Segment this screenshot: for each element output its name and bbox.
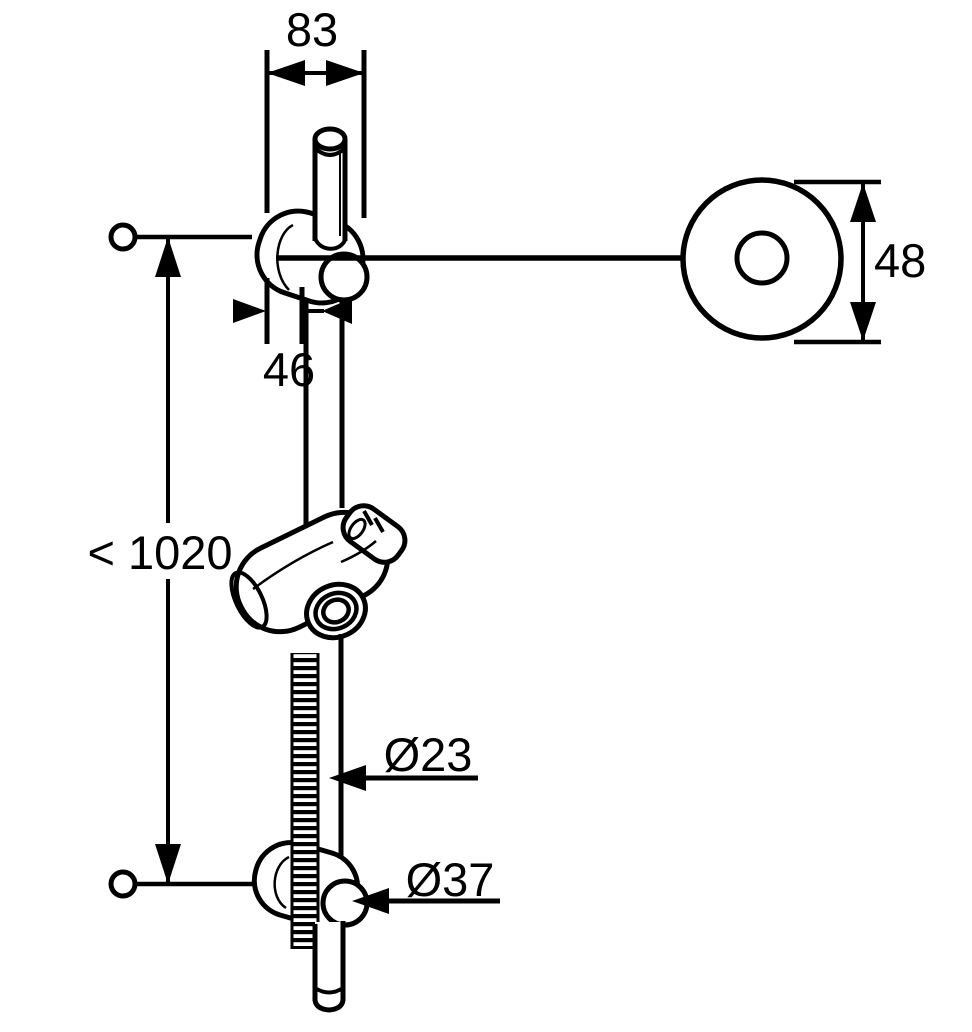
- knob-grip-mark-2: [373, 517, 385, 533]
- dimension-1020-label: < 1020: [87, 526, 232, 579]
- wall-fixing-point-top-icon: [108, 222, 138, 252]
- arrowhead-down-icon: [850, 302, 876, 341]
- arrowhead-up-icon: [155, 237, 181, 277]
- dimension-37-label: Ø37: [406, 853, 495, 906]
- arrowhead-up-icon: [850, 183, 876, 222]
- holder-cone-ring-middle: [313, 590, 359, 632]
- arrowhead-left-icon: [352, 888, 389, 914]
- dimension-23-label: Ø23: [384, 728, 473, 781]
- arrowhead-down-icon: [155, 844, 181, 884]
- dimension-diameter-37: Ø37: [352, 853, 500, 914]
- holder-end-face: [229, 570, 269, 630]
- rail-top-pipe: [312, 126, 348, 251]
- hose-ribbed-band: [292, 653, 318, 949]
- bracket-inner-contour: [276, 223, 294, 291]
- rail-bottom-end: [312, 921, 346, 1013]
- dimension-1020: < 1020: [87, 222, 263, 899]
- dimension-83-label: 83: [286, 3, 338, 56]
- arrowhead-left-icon: [267, 60, 305, 86]
- rail-end-cap-bottom: [312, 999, 346, 1013]
- holder-cone-ring-inner: [321, 597, 351, 625]
- flange-inner-circle: [734, 230, 790, 286]
- slider-holder: [229, 503, 408, 641]
- pipe-top-cap: [312, 126, 348, 152]
- holder-body-highlight: [252, 540, 334, 591]
- wall-flange: [680, 177, 844, 341]
- arrowhead-right-icon: [326, 60, 364, 86]
- rail-upper-segment: [303, 300, 345, 557]
- shower-hose: [290, 653, 320, 949]
- knob-grip-mark-1: [362, 510, 374, 526]
- dimension-diameter-23: Ø23: [329, 728, 478, 791]
- arrowhead-right-icon: [233, 299, 266, 323]
- pipe-cap-edge: [313, 146, 347, 157]
- top-bracket-knob: [318, 251, 370, 303]
- arrowhead-left-icon: [329, 765, 366, 791]
- wall-fixing-point-bottom-icon: [108, 869, 138, 899]
- pipe-bottom-curve: [313, 237, 347, 251]
- dimension-48-label: 48: [874, 234, 926, 287]
- clamp-sleeve-curve: [340, 540, 377, 564]
- dimension-48: 48: [794, 179, 926, 345]
- knob-end-detail: [347, 517, 367, 541]
- bracket-inner-contour: [273, 855, 290, 910]
- rail-end-cap-line: [313, 986, 345, 995]
- dimension-83: 83: [264, 3, 367, 218]
